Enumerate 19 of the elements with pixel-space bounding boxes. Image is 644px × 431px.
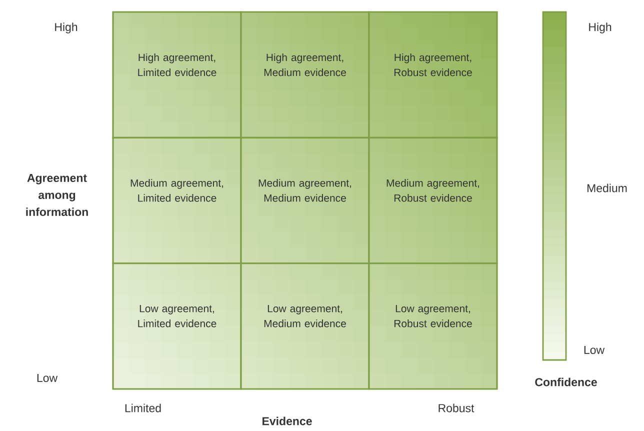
scale-label: High bbox=[589, 22, 612, 34]
cell: Medium agreement, Robust evidence bbox=[368, 136, 498, 264]
axis-tick-label: Low bbox=[37, 374, 58, 382]
cell: High agreement, Robust evidence bbox=[368, 11, 498, 138]
cell: Medium agreement, Medium evidence bbox=[240, 136, 370, 264]
cell: Low agreement, Medium evidence bbox=[240, 262, 370, 390]
axis-tick-label: Robust bbox=[438, 404, 474, 412]
cell: High agreement, Limited evidence bbox=[112, 11, 242, 138]
axis-title: Agreement among information bbox=[26, 174, 88, 216]
scale-label: Medium bbox=[588, 184, 627, 192]
cell: Low agreement, Robust evidence bbox=[368, 262, 498, 390]
axis-tick-label: Limited bbox=[125, 404, 161, 412]
cell: Low agreement, Limited evidence bbox=[112, 262, 242, 390]
cell: Medium agreement, Limited evidence bbox=[112, 136, 242, 264]
axis-tick-label: High bbox=[55, 22, 78, 34]
scale-label: Low bbox=[584, 346, 605, 354]
scale-title: Confidence bbox=[535, 378, 597, 386]
cell: High agreement, Medium evidence bbox=[240, 11, 370, 138]
axis-title: Evidence bbox=[262, 416, 312, 426]
